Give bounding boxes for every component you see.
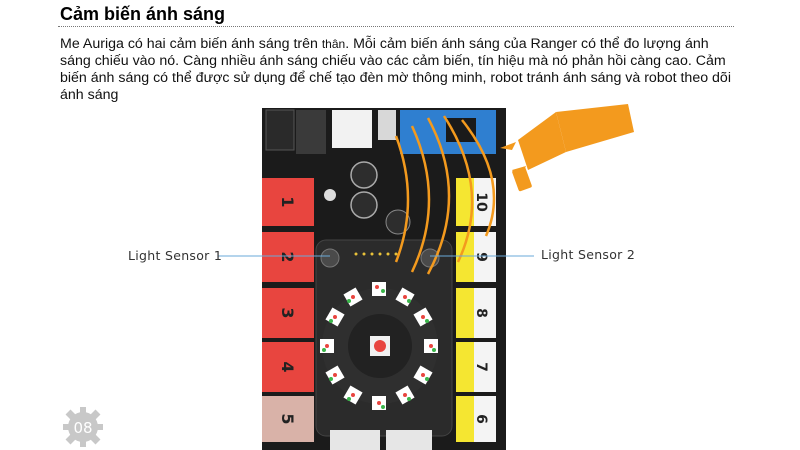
title-divider bbox=[58, 26, 734, 27]
bottom-connector-2 bbox=[386, 430, 432, 450]
port-3-label: 3 bbox=[278, 307, 297, 318]
left-ports bbox=[262, 178, 314, 442]
led-ring bbox=[320, 282, 438, 410]
port-7-label: 7 bbox=[473, 362, 489, 372]
port-1-label: 1 bbox=[278, 196, 297, 207]
section-title: Cảm biến ánh sáng bbox=[60, 4, 226, 24]
indicator-dots bbox=[354, 252, 398, 256]
port-10-label: 10 bbox=[473, 192, 489, 212]
page-number: 08 bbox=[73, 419, 92, 437]
power-jack bbox=[265, 109, 295, 151]
port-1 bbox=[262, 178, 314, 226]
gear-icon: 08 bbox=[63, 407, 103, 447]
right-port-numbers: 10 9 8 7 6 bbox=[473, 192, 489, 424]
component-small bbox=[378, 110, 396, 140]
port-2 bbox=[262, 232, 314, 282]
port-5 bbox=[262, 396, 314, 442]
light-sensor-1 bbox=[320, 248, 340, 268]
capacitor-1 bbox=[350, 161, 378, 189]
connector-white bbox=[332, 110, 372, 148]
left-port-numbers: 1 2 3 4 5 bbox=[278, 196, 297, 424]
light-sensor-1-label: Light Sensor 1 bbox=[128, 248, 223, 263]
light-sensor-2-label: Light Sensor 2 bbox=[541, 247, 636, 262]
bottom-connector-1 bbox=[330, 430, 380, 450]
component-dot bbox=[324, 189, 336, 201]
description-paragraph: Me Auriga có hai cảm biến ánh sáng trên … bbox=[60, 36, 740, 104]
port-8-label: 8 bbox=[473, 308, 489, 318]
flashlight-icon bbox=[500, 104, 634, 192]
port-5-label: 5 bbox=[278, 413, 297, 424]
port-9-label: 9 bbox=[473, 252, 489, 262]
bt-chip bbox=[446, 118, 476, 142]
light-waves bbox=[394, 115, 496, 275]
port-2-label: 2 bbox=[278, 251, 297, 262]
capacitor-2 bbox=[350, 191, 378, 219]
paragraph-part-2: . Mỗi cảm biến ánh sáng của Ranger có th… bbox=[60, 36, 731, 103]
port-3 bbox=[262, 288, 314, 338]
paragraph-part-1: Me Auriga có hai cảm biến ánh sáng trên bbox=[60, 36, 322, 52]
port-4 bbox=[262, 342, 314, 392]
capacitor-3 bbox=[385, 209, 411, 235]
page-number-badge: 08 bbox=[61, 405, 105, 449]
paragraph-part-small: thân bbox=[321, 37, 346, 51]
center-button-dot bbox=[374, 340, 386, 352]
right-ports bbox=[456, 178, 496, 442]
usb-port bbox=[296, 110, 326, 154]
port-4-label: 4 bbox=[278, 361, 297, 372]
port-6-label: 6 bbox=[473, 414, 489, 424]
